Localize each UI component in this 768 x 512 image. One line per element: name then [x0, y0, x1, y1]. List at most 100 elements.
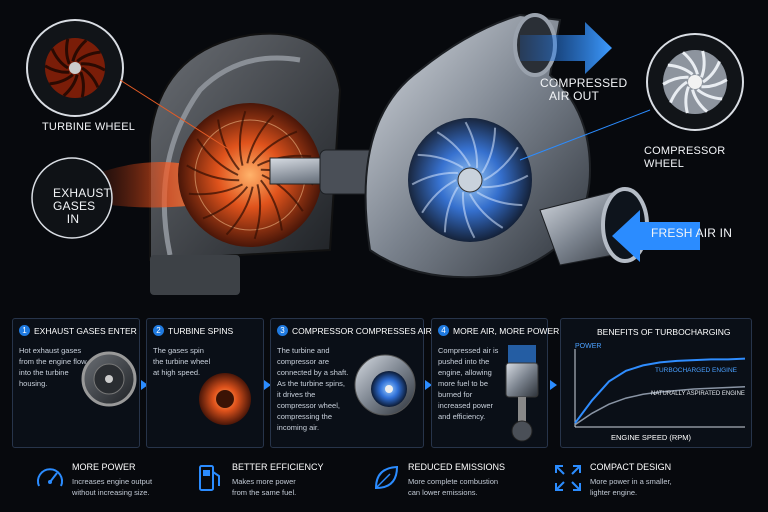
- naturally-aspirated-line: [574, 385, 746, 426]
- benefit-title: MORE POWER: [72, 462, 136, 472]
- engine-piston-image: [505, 345, 539, 442]
- blade: [481, 127, 497, 174]
- benefit-title: COMPACT DESIGN: [590, 462, 672, 472]
- benefit-title: BETTER EFFICIENCY: [232, 462, 324, 472]
- blade: [65, 38, 71, 65]
- blade: [186, 164, 240, 182]
- chart-y-label: POWER: [575, 343, 602, 350]
- blade: [79, 71, 85, 98]
- blade: [667, 63, 694, 76]
- compressed-air-arrow: [520, 22, 612, 74]
- blade: [257, 154, 312, 167]
- turbocharged-line: [574, 357, 746, 424]
- blade: [443, 186, 459, 233]
- compressor-wheel-label: COMPRESSOR WHEEL: [644, 145, 726, 170]
- blade: [49, 73, 74, 86]
- turbine-spin-image: [199, 373, 251, 425]
- step-arrow-3: [425, 380, 432, 390]
- exhaust-callout: [31, 157, 113, 239]
- blade: [691, 89, 709, 113]
- fresh-air-arrow: [612, 210, 700, 262]
- benefit-reduced-emissions: REDUCED EMISSIONS More complete combusti…: [364, 458, 544, 508]
- blade: [417, 153, 464, 169]
- legend-naturally-aspirated: NATURALLY ASPIRATED ENGINE: [651, 391, 745, 397]
- blade: [701, 78, 728, 89]
- blade: [461, 192, 476, 239]
- fuel-pump-icon: [199, 465, 220, 491]
- blade: [483, 146, 519, 181]
- blade: [202, 186, 249, 220]
- blade: [261, 174, 304, 212]
- step-arrow-2: [264, 380, 271, 390]
- blade: [251, 130, 298, 164]
- blade: [684, 86, 690, 114]
- blade: [62, 74, 79, 97]
- blade: [81, 66, 100, 88]
- turbine-wheel-label: TURBINE WHEEL: [42, 121, 136, 133]
- step-arrow-4: [550, 380, 557, 390]
- turbine-wheel-callout: [26, 19, 124, 117]
- chart-x-label: ENGINE SPEED (RPM): [611, 433, 692, 442]
- blade: [476, 191, 523, 207]
- benefit-compact-design: COMPACT DESIGN More power in a smaller,l…: [546, 458, 726, 508]
- blade: [225, 186, 254, 236]
- blade: [696, 88, 723, 101]
- blade: [669, 80, 688, 104]
- blade: [662, 75, 689, 86]
- fresh-air-label: FRESH AIR IN: [651, 226, 733, 240]
- legend-turbocharged: TURBOCHARGED ENGINE: [655, 367, 737, 374]
- turbocharger-illustration: [26, 13, 744, 295]
- step-arrow-1: [141, 380, 148, 390]
- blade: [80, 62, 106, 72]
- turbo-housing-image: [81, 351, 137, 407]
- blade: [196, 138, 239, 176]
- compressor-wheel-callout: [646, 33, 744, 131]
- benefit-desc: More power in a smaller,lighter engine.: [590, 477, 672, 497]
- blade: [50, 48, 69, 70]
- blade: [482, 174, 529, 189]
- blade: [700, 50, 706, 78]
- leaf-icon: [374, 465, 399, 490]
- blade: [238, 110, 247, 166]
- blade: [253, 184, 262, 240]
- benefit-title: REDUCED EMISSIONS: [408, 462, 506, 472]
- chart-title: BENEFITS OF TURBOCHARGING: [597, 327, 731, 337]
- blade: [469, 193, 504, 229]
- blade: [44, 64, 70, 74]
- blade: [681, 51, 699, 75]
- power-curve-chart: [574, 349, 746, 428]
- expand-icon: [555, 465, 581, 491]
- blade: [436, 131, 471, 167]
- gauge-icon: [37, 468, 63, 487]
- blade: [260, 179, 283, 231]
- blade: [421, 179, 457, 214]
- compressor-image: [354, 354, 416, 416]
- blade: [71, 39, 88, 62]
- blade: [411, 171, 458, 186]
- blade: [464, 121, 479, 168]
- blade: [246, 114, 275, 164]
- blade: [702, 60, 721, 84]
- benefits-chart-panel: BENEFITS OF TURBOCHARGING POWER ENGINE S…: [560, 318, 752, 448]
- blade: [188, 183, 243, 196]
